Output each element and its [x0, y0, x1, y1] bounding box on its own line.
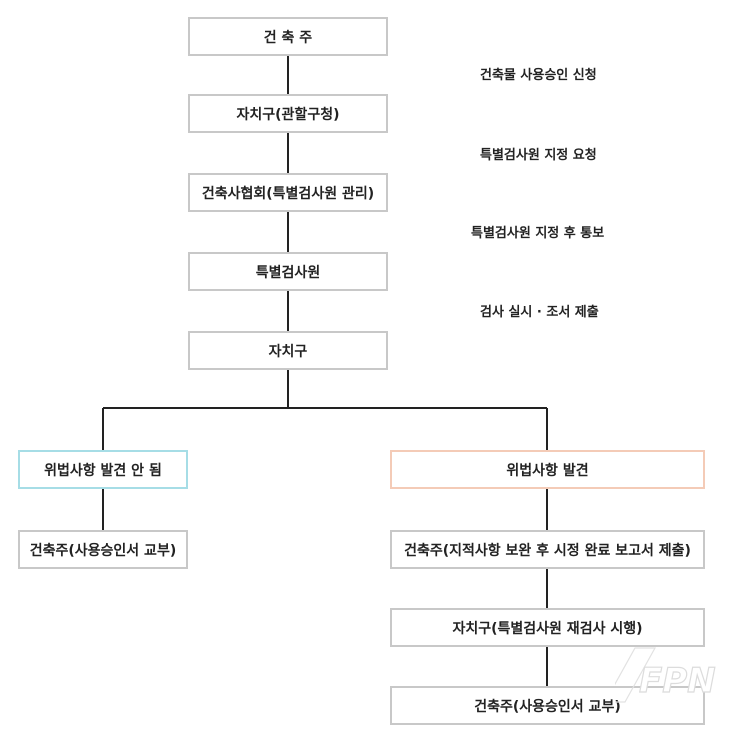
node-no-violation: 위법사항 발견 안 됨	[18, 450, 188, 489]
watermark-text: FPN	[639, 661, 716, 701]
note-inspector-designation-notice: 특별검사원 지정 후 통보	[471, 226, 605, 241]
node-district: 자치구	[188, 331, 388, 370]
node-special-inspector: 특별검사원	[188, 252, 388, 291]
fpn-watermark-logo: FPN	[615, 647, 716, 703]
node-correction-report: 건축주(지적사항 보완 후 시정 완료 보고서 제출)	[390, 530, 705, 569]
node-left-certificate-issued: 건축주(사용승인서 교부)	[18, 530, 188, 569]
node-architects-association: 건축사협회(특별검사원 관리)	[188, 173, 388, 212]
note-inspection-report: 검사 실시 · 조서 제출	[480, 305, 599, 320]
node-district-office: 자치구(관할구청)	[188, 94, 388, 133]
note-inspector-designation-request: 특별검사원 지정 요청	[480, 148, 597, 163]
node-right-certificate-issued: 건축주(사용승인서 교부)	[390, 686, 705, 725]
note-usage-approval-request: 건축물 사용승인 신청	[480, 68, 597, 83]
node-architect: 건 축 주	[188, 17, 388, 56]
node-reinspection: 자치구(특별검사원 재검사 시행)	[390, 608, 705, 647]
node-violation-found: 위법사항 발견	[390, 450, 705, 489]
